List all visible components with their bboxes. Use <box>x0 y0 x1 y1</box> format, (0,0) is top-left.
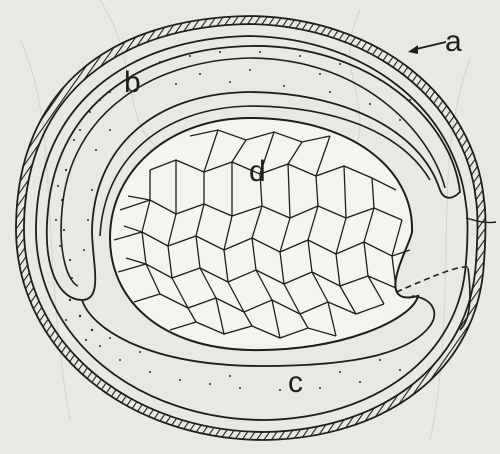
embryo-region <box>110 118 418 350</box>
label-a-leader <box>408 42 446 54</box>
embryo-outline <box>110 118 418 350</box>
label-a: a <box>445 27 462 57</box>
label-c: c <box>288 368 303 398</box>
label-b: b <box>124 68 141 98</box>
label-d: d <box>249 157 266 187</box>
